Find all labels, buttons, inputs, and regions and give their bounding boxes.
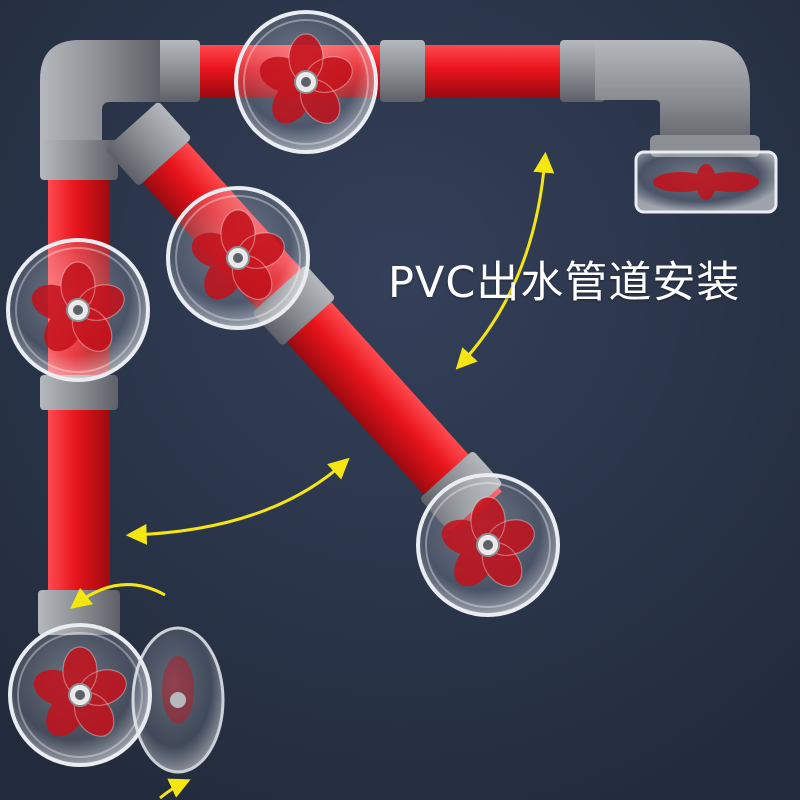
propeller-housing-left-middle: [8, 240, 148, 380]
propeller-housing-diagonal-lower: [418, 475, 558, 615]
propeller-housing-bottom-side: [131, 626, 225, 774]
caption-title: PVC出水管道安装: [388, 258, 741, 308]
outlet-nozzle: [634, 150, 778, 214]
left-vertical-pipe: [38, 140, 120, 635]
propeller-housing-top: [236, 12, 376, 152]
propeller-housing-diagonal-upper: [168, 188, 308, 328]
arrow-diagonal: [125, 457, 350, 545]
arrow-bottom-curve: [70, 583, 166, 609]
propeller-housing-bottom: [10, 625, 150, 765]
rotation-arrows: [70, 151, 555, 800]
top-left-elbow: [40, 40, 160, 160]
arrow-bottom-curve-lower: [159, 778, 191, 800]
arrow-outlet: [455, 151, 555, 370]
